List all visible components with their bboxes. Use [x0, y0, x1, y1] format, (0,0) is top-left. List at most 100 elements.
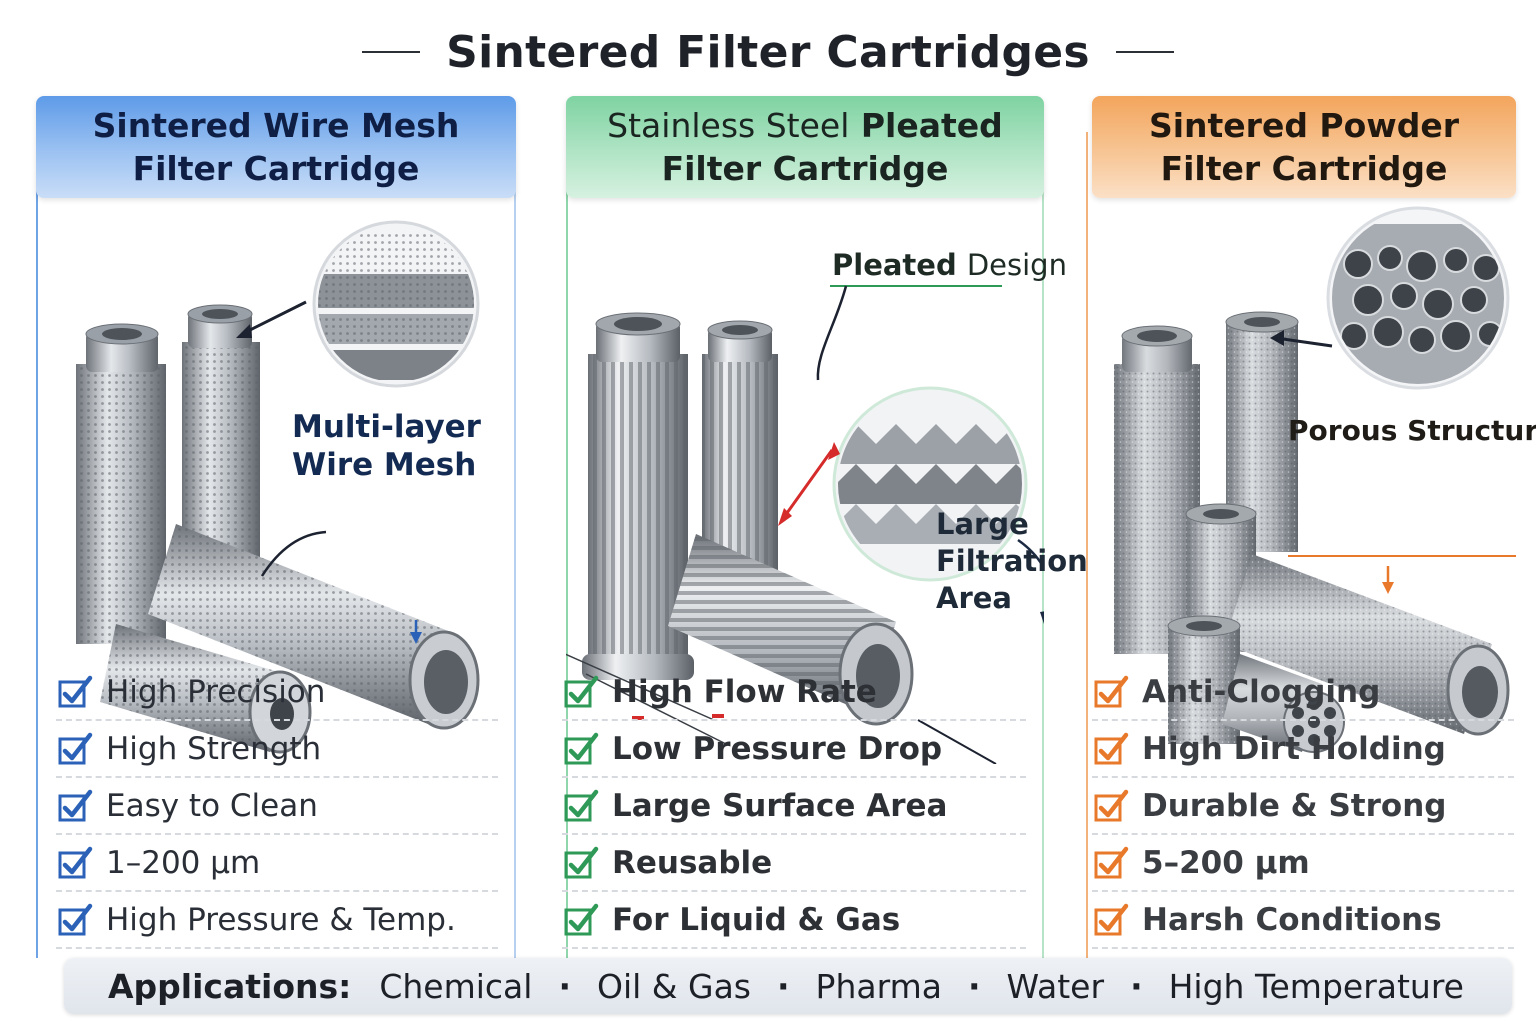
- feature-label: 1–200 µm: [106, 844, 261, 881]
- application-item: Oil & Gas: [596, 966, 751, 1006]
- feature-label: High Precision: [106, 673, 326, 710]
- feature-label: Low Pressure Drop: [612, 730, 943, 767]
- column-pleated: Stainless Steel Pleated Filter Cartridge: [562, 96, 1044, 958]
- header-line-2: Filter Cartridge: [1160, 149, 1448, 188]
- checkbox-check-icon: [1094, 846, 1129, 878]
- header-line-2: Filter Cartridge: [132, 149, 420, 188]
- arrow-icon: [1275, 336, 1333, 348]
- feature-item: 5–200 µm: [1092, 835, 1514, 892]
- feature-item: 1–200 µm: [56, 835, 498, 892]
- application-separator: ·: [777, 966, 790, 1006]
- feature-label: High Strength: [106, 730, 322, 767]
- cartridge-tall-left: [76, 323, 166, 644]
- cartridge-powder-multi-hole: [1167, 615, 1345, 753]
- feature-item: Easy to Clean: [56, 778, 498, 835]
- feature-item: Durable & Strong: [1092, 778, 1514, 835]
- feature-label: High Dirt Holding: [1142, 730, 1446, 767]
- feature-label: High Flow Rate: [612, 673, 877, 710]
- application-item: Pharma: [815, 966, 942, 1006]
- application-separator: ·: [967, 966, 981, 1006]
- pleated-cartridge-illustration: [566, 285, 1044, 764]
- cartridge-pleated-lying: [668, 534, 914, 726]
- callout-pleated-design: Pleated Design: [832, 248, 1067, 282]
- cartridge-pleated-tall: [582, 312, 694, 680]
- feature-label: For Liquid & Gas: [612, 901, 901, 938]
- header-line-1: Sintered Wire Mesh: [92, 106, 460, 145]
- callout-large-filtration: Large Filtration Area: [936, 507, 1088, 615]
- title-bar: Sintered Filter Cartridges: [0, 22, 1536, 82]
- feature-item: Low Pressure Drop: [562, 721, 1026, 778]
- application-item: High Temperature: [1168, 966, 1464, 1006]
- checkbox-check-icon: [1094, 732, 1129, 764]
- applications-list: Chemical · Oil & Gas · Pharma · Water · High Tem…: [375, 967, 1468, 1006]
- wire-mesh-cartridge-illustration: [76, 220, 480, 754]
- feature-item: For Liquid & Gas: [562, 892, 1026, 949]
- feature-label: 5–200 µm: [1142, 844, 1310, 881]
- checkbox-check-icon: [564, 789, 599, 821]
- checkbox-check-icon: [1094, 789, 1129, 821]
- column-frame-left: [36, 132, 38, 958]
- feature-item: High Flow Rate: [562, 664, 1026, 721]
- magnified-pleat-icon: [832, 386, 1028, 582]
- column-header-wire-mesh: Sintered Wire Mesh Filter Cartridge: [36, 96, 516, 198]
- feature-item: High Strength: [56, 721, 498, 778]
- title-rule-right: [1115, 51, 1174, 53]
- applications-bar: Applications: Chemical · Oil & Gas · Pharma ·…: [64, 958, 1512, 1014]
- feature-label: Easy to Clean: [106, 787, 318, 824]
- title-rule-left: [362, 51, 421, 53]
- applications-label: Applications:: [108, 966, 352, 1006]
- cartridge-powder-tall-left: [1114, 325, 1200, 654]
- feature-item: High Dirt Holding: [1092, 721, 1514, 778]
- column-wire-mesh: Sintered Wire Mesh Filter Cartridge: [36, 96, 516, 958]
- checkbox-check-icon: [58, 675, 93, 707]
- checkbox-check-icon: [564, 732, 599, 764]
- checkbox-check-icon: [564, 846, 599, 878]
- feature-label: High Pressure & Temp.: [106, 901, 456, 938]
- feature-label: Anti-Clogging: [1142, 673, 1381, 710]
- feature-label: Large Surface Area: [612, 787, 948, 824]
- feature-label: Reusable: [612, 844, 773, 881]
- feature-item: Anti-Clogging: [1092, 664, 1514, 721]
- cartridge-powder-lying: [1224, 554, 1510, 736]
- column-frame-left: [566, 132, 568, 958]
- application-item: Water: [1006, 966, 1105, 1006]
- checkbox-check-icon: [564, 675, 599, 707]
- column-frame-right: [1042, 132, 1044, 958]
- checkbox-check-icon: [58, 846, 93, 878]
- callout-multilayer: Multi-layer Wire Mesh: [292, 409, 481, 483]
- arrow-icon: [241, 300, 307, 336]
- feature-item: Large Surface Area: [562, 778, 1026, 835]
- column-frame-right: [514, 132, 516, 958]
- checkbox-check-icon: [58, 732, 93, 764]
- header-line-1: Sintered Powder: [1148, 106, 1460, 145]
- checkbox-check-icon: [1094, 675, 1129, 707]
- column-powder: Sintered Powder Filter Cartridge: [1086, 96, 1516, 958]
- column-header-pleated: Stainless Steel Pleated Filter Cartridge: [566, 96, 1044, 198]
- application-separator: ·: [1130, 966, 1143, 1006]
- application-separator: ·: [558, 966, 571, 1006]
- header-line-1: Stainless Steel Pleated: [607, 106, 1003, 145]
- feature-item: Reusable: [562, 835, 1026, 892]
- magnified-porous-icon: [1326, 206, 1510, 390]
- callout-porous-structure: Porous Structure: [1288, 414, 1536, 447]
- column-frame-left: [1086, 132, 1088, 958]
- feature-item: High Pressure & Temp.: [56, 892, 498, 949]
- cartridge-lying-long: [148, 524, 480, 730]
- powder-cartridge-illustration: [1114, 206, 1516, 753]
- checkbox-check-icon: [58, 789, 93, 821]
- checkbox-check-icon: [58, 903, 93, 935]
- feature-item: Harsh Conditions: [1092, 892, 1514, 949]
- application-item: Chemical: [379, 966, 533, 1006]
- checkbox-check-icon: [564, 903, 599, 935]
- header-line-2: Filter Cartridge: [661, 149, 949, 188]
- feature-label: Durable & Strong: [1142, 787, 1447, 824]
- page-title: Sintered Filter Cartridges: [446, 26, 1090, 78]
- checkbox-check-icon: [1094, 903, 1129, 935]
- magnified-mesh-icon: [312, 220, 480, 388]
- column-header-powder: Sintered Powder Filter Cartridge: [1092, 96, 1516, 198]
- feature-label: Harsh Conditions: [1142, 901, 1442, 938]
- feature-item: High Precision: [56, 664, 498, 721]
